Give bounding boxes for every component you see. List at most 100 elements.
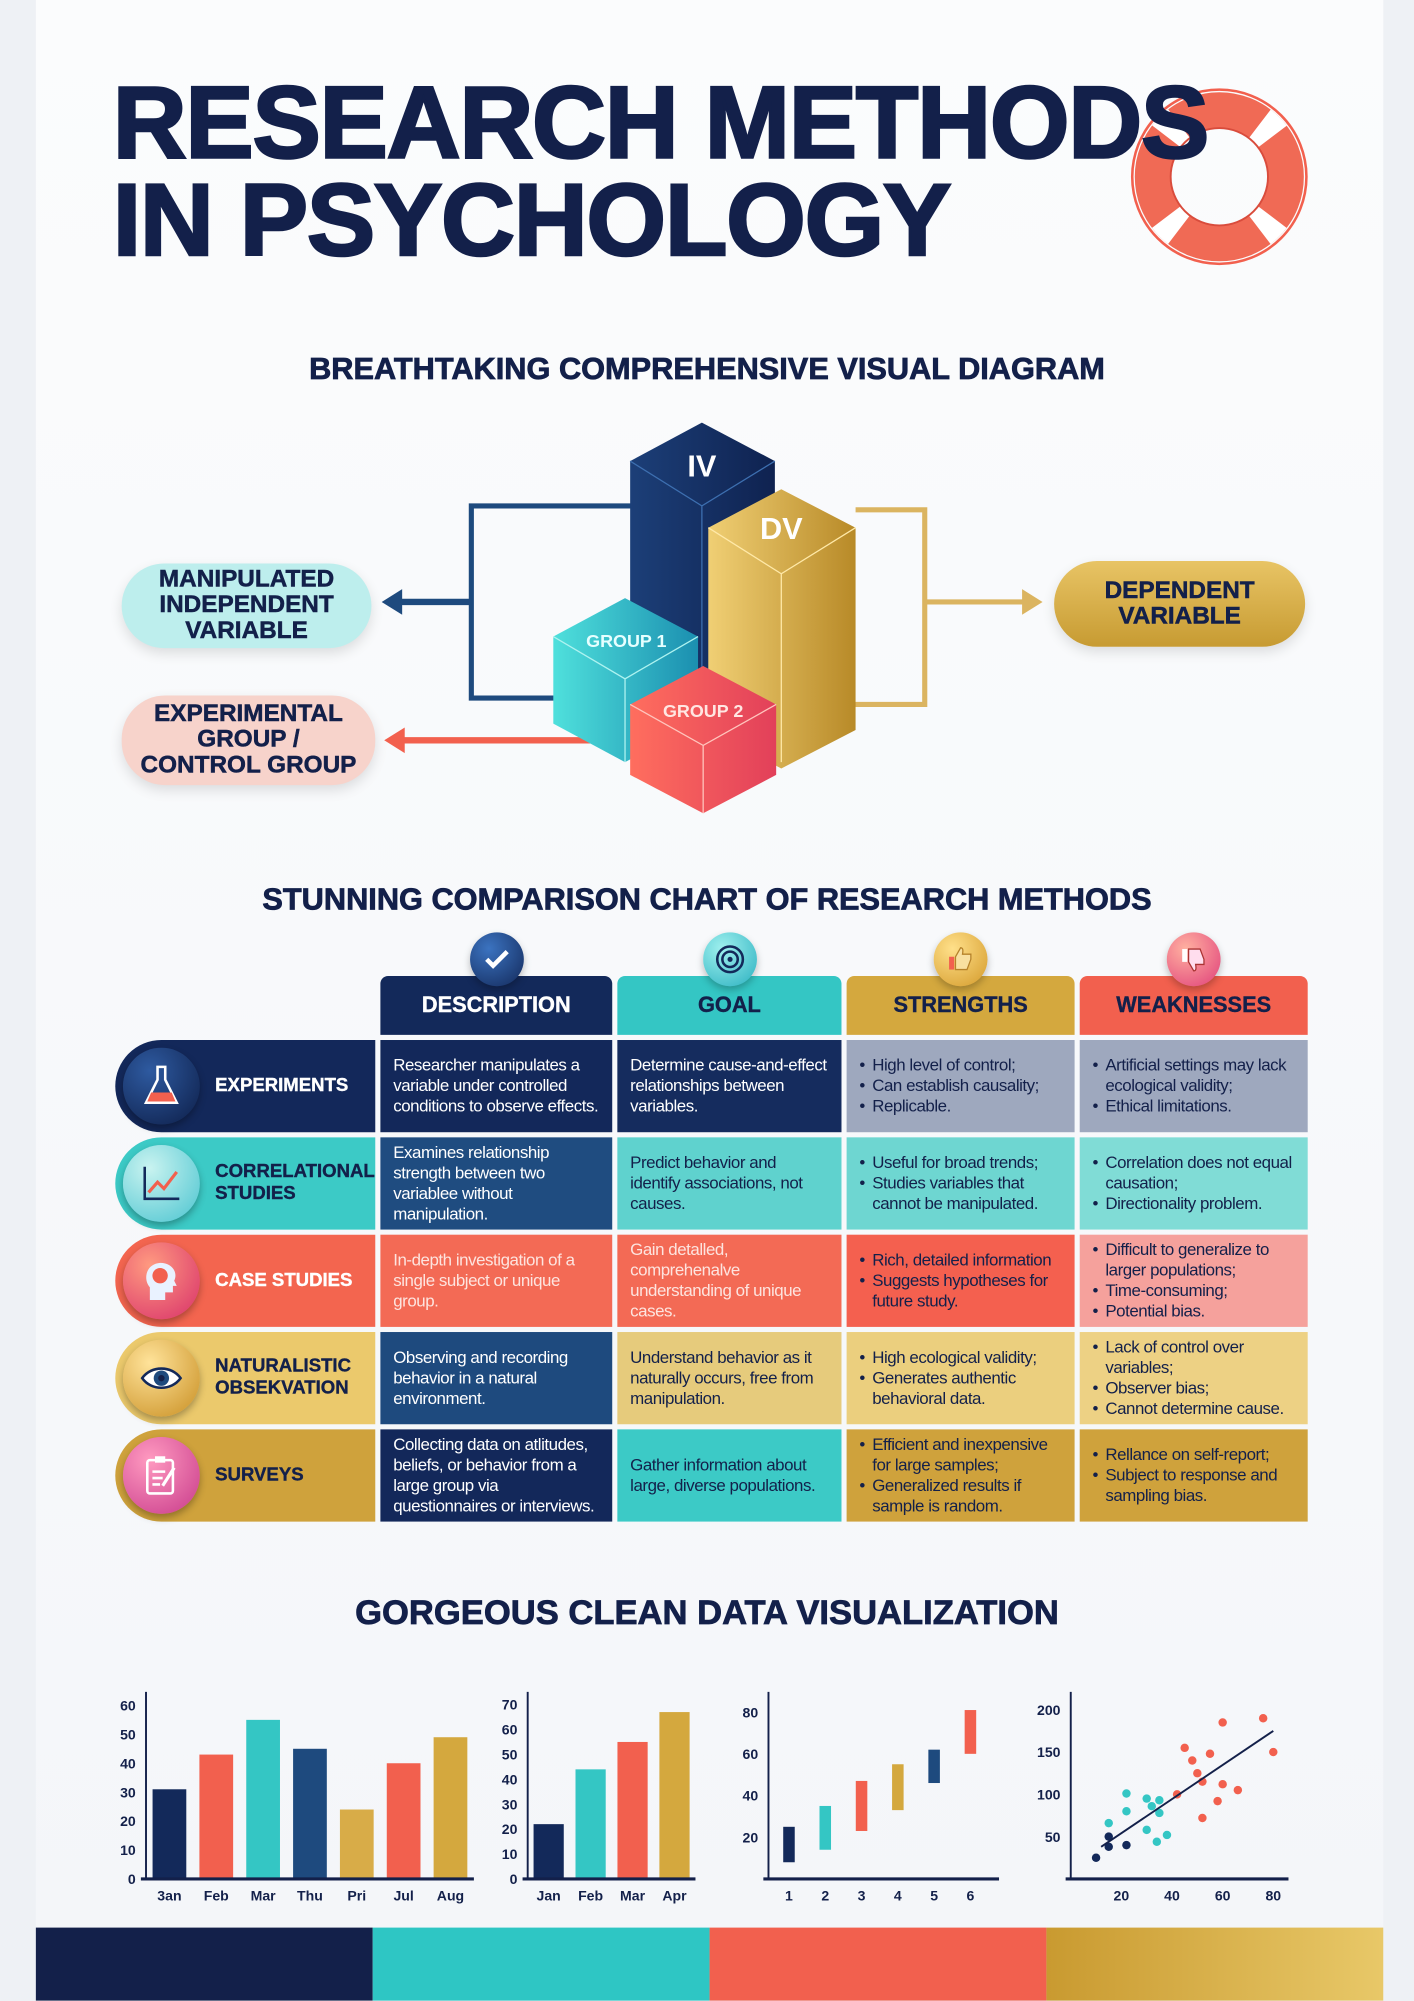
weaknesses-item: Correlation does not equal causation; <box>1093 1153 1295 1194</box>
strengths-item: Useful for broad trends; <box>859 1153 1061 1173</box>
scatter-point-low <box>1122 1840 1131 1850</box>
thumbs-down-icon <box>1166 932 1221 987</box>
scatter-point-mid <box>1122 1789 1131 1798</box>
scatter-point-mid <box>1162 1830 1172 1840</box>
life-buoy-icon <box>1130 88 1308 266</box>
x-tick-label: 40 <box>1164 1888 1180 1904</box>
group1-label: GROUP 1 <box>586 631 666 651</box>
weaknesses-item: Difficult to generalize to larger popula… <box>1093 1240 1295 1281</box>
y-tick-label: 60 <box>120 1698 136 1714</box>
scatter-point-mid <box>1152 1837 1162 1846</box>
y-tick-label: 30 <box>120 1784 136 1800</box>
y-tick-label: 40 <box>743 1788 759 1804</box>
footer-band-coral <box>709 1927 1047 2001</box>
range-bar-4 <box>892 1764 904 1811</box>
scatter-point-low <box>1091 1853 1101 1863</box>
scatter-point-low <box>1104 1832 1113 1841</box>
x-tick-label: Mar <box>620 1888 646 1904</box>
y-tick-label: 20 <box>120 1813 136 1829</box>
strengths-item: Studies variables that cannot be manipul… <box>859 1173 1061 1214</box>
goal-cell: Gain detalled, comprehenalve understandi… <box>617 1234 842 1327</box>
strengths-cell: High ecological validity;Generates authe… <box>846 1332 1075 1425</box>
weaknesses-cell: Artificial settings may lack ecological … <box>1079 1040 1308 1133</box>
checkmark-icon <box>469 932 524 987</box>
y-tick-label: 20 <box>743 1829 759 1845</box>
strengths-item: High level of control; <box>859 1055 1061 1075</box>
scatter-point-high <box>1233 1785 1243 1795</box>
weaknesses-item: Lack of control over variables; <box>1093 1337 1295 1378</box>
row-label-text: CASE STUDIES <box>215 1269 353 1291</box>
x-tick-label: 20 <box>1114 1888 1130 1904</box>
strengths-list: Useful for broad trends;Studies variable… <box>859 1153 1061 1214</box>
variables-diagram: IV DV GROUP 1 GROUP 2 <box>381 422 1043 814</box>
weaknesses-item: Observer bias; <box>1093 1378 1295 1398</box>
y-tick-label: 60 <box>743 1746 759 1762</box>
x-tick-label: 80 <box>1265 1888 1281 1904</box>
scatter-point-high <box>1188 1756 1197 1765</box>
bar-Apr <box>659 1712 690 1879</box>
manipulated-iv-pill: MANIPULATED INDEPENDENT VARIABLE <box>121 563 372 649</box>
experimental-control-pill: EXPERIMENTAL GROUP / CONTROL GROUP <box>121 695 376 786</box>
y-tick-label: 150 <box>1037 1744 1061 1760</box>
x-tick-label: 2 <box>821 1888 829 1904</box>
x-tick-label: Jan <box>537 1888 561 1904</box>
row-label-text: SURVEYS <box>215 1464 304 1486</box>
dv-label: DV <box>760 511 803 546</box>
row-label: CASE STUDIES <box>115 1234 376 1327</box>
weaknesses-list: Difficult to generalize to larger popula… <box>1093 1240 1295 1322</box>
row-label: CORRELATIONAL STUDIES <box>115 1137 376 1230</box>
x-tick-label: Apr <box>662 1888 687 1904</box>
scatter-point-high <box>1198 1813 1207 1823</box>
iv-label: IV <box>687 448 717 483</box>
row-label-text: EXPERIMENTS <box>215 1075 349 1096</box>
trend-line <box>1100 1730 1274 1848</box>
strengths-item: Generates authentic behavioral data. <box>859 1368 1061 1409</box>
scatter-point-mid <box>1142 1825 1151 1835</box>
head-icon <box>122 1242 200 1320</box>
x-tick-label: Mar <box>251 1888 277 1904</box>
bar-3an <box>152 1789 187 1879</box>
flask-icon <box>122 1047 200 1125</box>
y-tick-label: 40 <box>502 1771 518 1787</box>
weaknesses-list: Lack of control over variables;Observer … <box>1093 1337 1295 1419</box>
scatter-point-high <box>1218 1718 1227 1727</box>
y-tick-label: 100 <box>1037 1786 1061 1802</box>
range-bar-2 <box>819 1805 832 1850</box>
range-bar-5 <box>928 1749 940 1784</box>
scatter-point-high <box>1218 1779 1227 1789</box>
range-bar-3 <box>855 1780 868 1831</box>
weaknesses-item: Artificial settings may lack ecological … <box>1093 1055 1295 1096</box>
range-bar-1 <box>783 1826 795 1863</box>
row-label: SURVEYS <box>115 1429 376 1522</box>
bar-Mar <box>246 1719 280 1879</box>
x-tick-label: 1 <box>785 1888 793 1904</box>
weaknesses-list: Artificial settings may lack ecological … <box>1093 1055 1295 1116</box>
strengths-cell: High level of control;Can establish caus… <box>846 1040 1075 1133</box>
strengths-list: High level of control;Can establish caus… <box>859 1055 1061 1116</box>
goal-cell: Determine cause-and-effect relationships… <box>617 1040 842 1133</box>
scatter-point-low <box>1104 1842 1113 1852</box>
row-label-text: CORRELATIONAL STUDIES <box>215 1161 375 1204</box>
scatter-point-mid <box>1147 1801 1156 1811</box>
weaknesses-item: Directionality problem. <box>1093 1194 1295 1214</box>
weaknesses-item: Cannot determine cause. <box>1093 1399 1295 1419</box>
strengths-cell: Efficient and inexpensive for large samp… <box>846 1429 1075 1522</box>
description-cell: Collecting data on atlitudes, beliefs, o… <box>380 1429 613 1522</box>
row-label-text: NATURALISTIC OBSEKVATION <box>215 1356 352 1399</box>
x-tick-label: 3 <box>858 1888 866 1904</box>
scatter-point-mid <box>1122 1807 1131 1816</box>
y-tick-label: 10 <box>120 1842 136 1858</box>
comparison-title: STUNNING COMPARISON CHART OF RESEARCH ME… <box>262 882 1152 918</box>
y-tick-label: 50 <box>502 1747 518 1763</box>
x-tick-label: Aug <box>437 1888 464 1904</box>
group2-prism <box>629 666 777 814</box>
x-tick-label: 60 <box>1215 1888 1231 1904</box>
scatter-point-high <box>1213 1796 1222 1806</box>
bar-Jan <box>533 1824 564 1879</box>
strengths-cell: Useful for broad trends;Studies variable… <box>846 1137 1075 1230</box>
footer-band-gold <box>1046 1927 1384 2001</box>
weaknesses-item: Rellance on self-report; <box>1093 1445 1295 1465</box>
scatter-point-high <box>1180 1743 1189 1753</box>
